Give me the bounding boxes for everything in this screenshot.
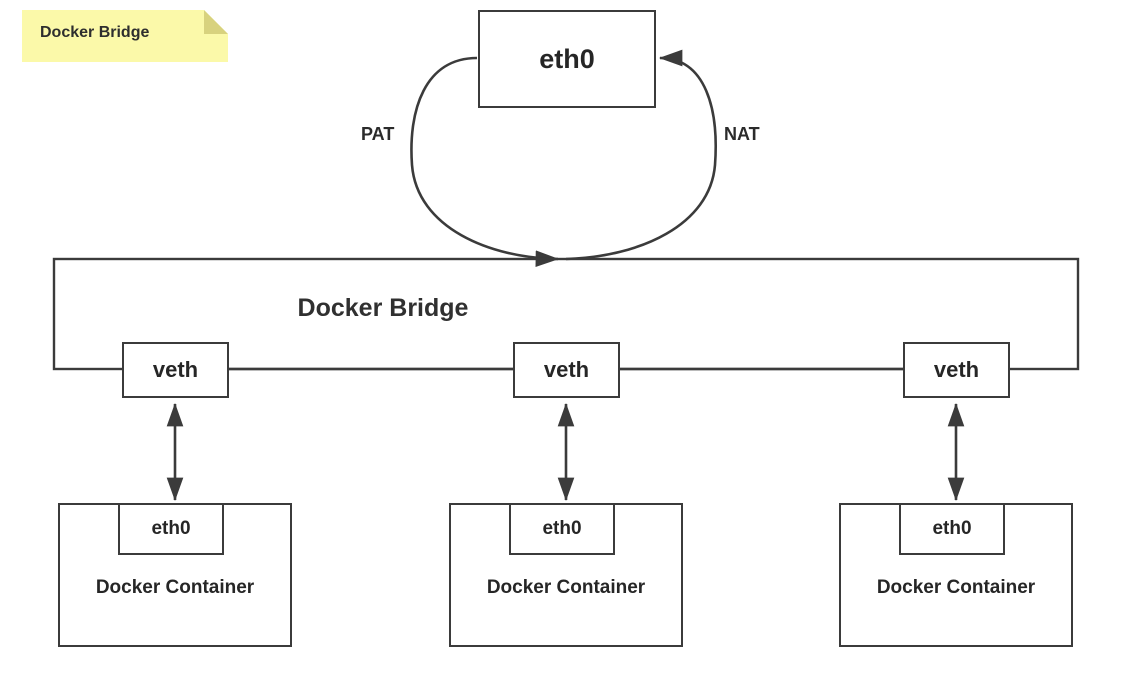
container-3-eth0-label: eth0 bbox=[932, 518, 972, 539]
veth-port-1-label: veth bbox=[152, 357, 199, 382]
docker-bridge-label: Docker Bridge bbox=[297, 294, 469, 322]
sticky-note-fold-corner-icon bbox=[204, 10, 228, 34]
container-3-eth0-node: eth0 bbox=[899, 503, 1005, 555]
docker-container-1: eth0 Docker Container bbox=[58, 503, 292, 647]
sticky-note: Docker Bridge bbox=[22, 10, 228, 62]
veth-port-1: veth bbox=[122, 342, 229, 398]
host-eth0-node: eth0 bbox=[478, 10, 656, 108]
veth-port-3-label: veth bbox=[933, 357, 980, 382]
container-2-eth0-node: eth0 bbox=[509, 503, 615, 555]
docker-container-3: eth0 Docker Container bbox=[839, 503, 1073, 647]
docker-container-2: eth0 Docker Container bbox=[449, 503, 683, 647]
container-1-eth0-label: eth0 bbox=[151, 518, 191, 539]
veth-port-2: veth bbox=[513, 342, 620, 398]
container-2-eth0-label: eth0 bbox=[542, 518, 582, 539]
host-eth0-label: eth0 bbox=[539, 43, 595, 74]
sticky-note-body bbox=[22, 10, 228, 62]
nat-edge-label: NAT bbox=[724, 124, 760, 144]
container-1-label: Docker Container bbox=[95, 577, 255, 598]
veth-port-2-label: veth bbox=[543, 357, 590, 382]
container-2-label: Docker Container bbox=[486, 577, 646, 598]
sticky-note-label: Docker Bridge bbox=[40, 24, 150, 41]
container-3-label: Docker Container bbox=[876, 577, 1036, 598]
pat-edge-label: PAT bbox=[361, 124, 395, 144]
veth-port-3: veth bbox=[903, 342, 1010, 398]
container-1-eth0-node: eth0 bbox=[118, 503, 224, 555]
